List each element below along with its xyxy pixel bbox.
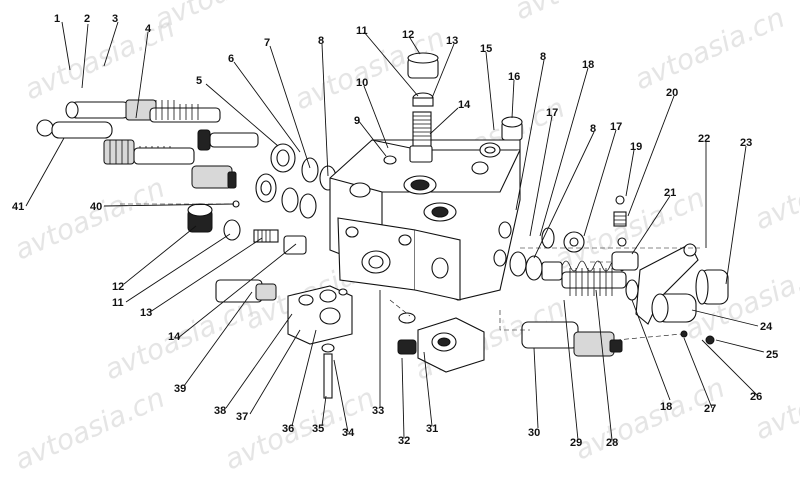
watermark-text: avtoasia.cn <box>19 11 179 106</box>
callout-20: 20 <box>666 87 678 99</box>
callout-36: 36 <box>282 423 294 435</box>
callout-12b: 12 <box>112 281 124 293</box>
lower-flange <box>397 312 485 373</box>
seal-stack <box>255 143 337 219</box>
watermark-text: avtoasia.cn <box>749 141 800 236</box>
callout-10: 10 <box>356 77 368 89</box>
callout-33: 33 <box>372 405 384 417</box>
callout-labels: 1 2 3 4 5 6 7 8 9 10 11 12 13 14 15 16 8… <box>12 13 778 449</box>
callout-35: 35 <box>312 423 324 435</box>
callout-8c: 8 <box>590 123 596 135</box>
callout-18: 18 <box>582 59 594 71</box>
callout-6: 6 <box>228 53 234 65</box>
callout-7: 7 <box>264 37 270 49</box>
callout-3: 3 <box>112 13 118 25</box>
callout-32: 32 <box>398 435 410 447</box>
callout-30: 30 <box>528 427 540 439</box>
callout-31: 31 <box>426 423 438 435</box>
callout-17b: 17 <box>610 121 622 133</box>
callout-34: 34 <box>342 427 355 439</box>
right-spool-section <box>509 195 729 357</box>
callout-8b: 8 <box>540 51 546 63</box>
callout-17: 17 <box>546 107 558 119</box>
callout-22: 22 <box>698 133 710 145</box>
callout-14b: 14 <box>168 331 181 343</box>
callout-26: 26 <box>750 391 762 403</box>
leader-lines <box>25 21 765 441</box>
callout-23: 23 <box>740 137 752 149</box>
relief-valve-stack <box>383 52 523 165</box>
callout-13: 13 <box>446 35 458 47</box>
callout-21: 21 <box>664 187 676 199</box>
parts-layer <box>36 52 729 399</box>
watermark-text: avtoasia.cn <box>629 1 789 96</box>
callout-1: 1 <box>54 13 60 25</box>
flange-block <box>287 285 353 399</box>
watermark-text: avtoasia.cn <box>9 171 169 266</box>
spool-lower <box>36 119 237 189</box>
callout-9: 9 <box>354 115 360 127</box>
callout-16: 16 <box>508 71 520 83</box>
watermark-text: avtoasia.cn <box>509 0 669 26</box>
callout-39: 39 <box>174 383 186 395</box>
callout-40: 40 <box>90 201 102 213</box>
callout-25: 25 <box>766 349 778 361</box>
callout-41: 41 <box>12 201 24 213</box>
callout-18b: 18 <box>660 401 672 413</box>
callout-13b: 13 <box>140 307 152 319</box>
callout-27: 27 <box>704 403 716 415</box>
callout-12: 12 <box>402 29 414 41</box>
callout-15: 15 <box>480 43 492 55</box>
callout-2: 2 <box>84 13 90 25</box>
callout-11: 11 <box>356 25 368 37</box>
valve-body <box>329 139 521 301</box>
callout-37: 37 <box>236 411 248 423</box>
callout-14: 14 <box>458 99 471 111</box>
watermark-text: avtoasia.cn <box>9 381 169 476</box>
callout-19: 19 <box>630 141 642 153</box>
callout-24: 24 <box>760 321 773 333</box>
watermark-text: avtoasia.cn <box>569 371 729 466</box>
callout-8: 8 <box>318 35 324 47</box>
callout-29: 29 <box>570 437 582 449</box>
callout-5: 5 <box>196 75 202 87</box>
callout-4: 4 <box>145 23 152 35</box>
callout-11b: 11 <box>112 297 124 309</box>
callout-38: 38 <box>214 405 226 417</box>
spool-upper <box>65 99 259 151</box>
callout-28: 28 <box>606 437 618 449</box>
